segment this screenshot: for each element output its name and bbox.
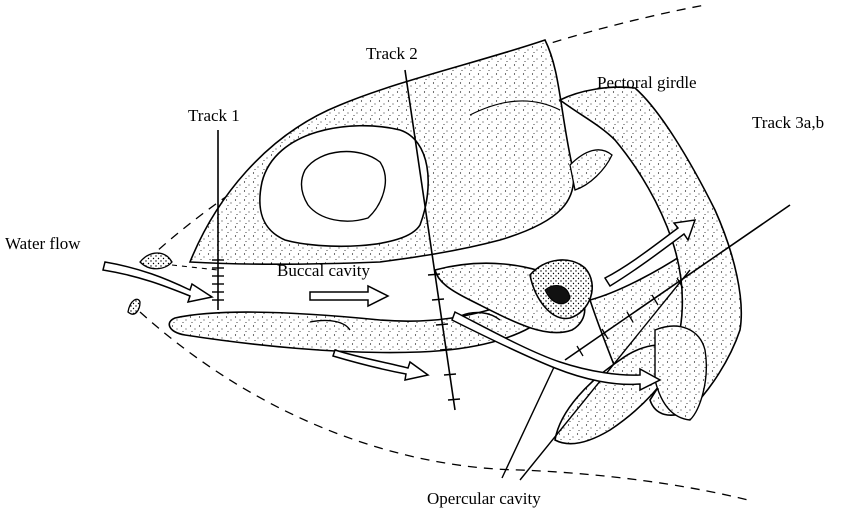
- floor-arrow: [333, 350, 428, 380]
- label-track1: Track 1: [188, 107, 240, 124]
- label-pectoral-girdle: Pectoral girdle: [597, 74, 697, 91]
- label-track2: Track 2: [366, 45, 418, 62]
- buccal-arrow: [310, 286, 388, 306]
- label-water-flow: Water flow: [5, 235, 81, 252]
- label-buccal-cavity: Buccal cavity: [277, 262, 370, 279]
- opercular-cavity-leader: [502, 365, 555, 478]
- label-track3: Track 3a,b: [752, 114, 824, 131]
- label-opercular-cavity: Opercular cavity: [427, 490, 541, 507]
- snout-guide: [172, 265, 218, 270]
- eye: [302, 152, 386, 222]
- upper-jaw: [140, 253, 172, 269]
- girdle-notch: [570, 150, 612, 190]
- lower-jaw-tip: [128, 299, 140, 314]
